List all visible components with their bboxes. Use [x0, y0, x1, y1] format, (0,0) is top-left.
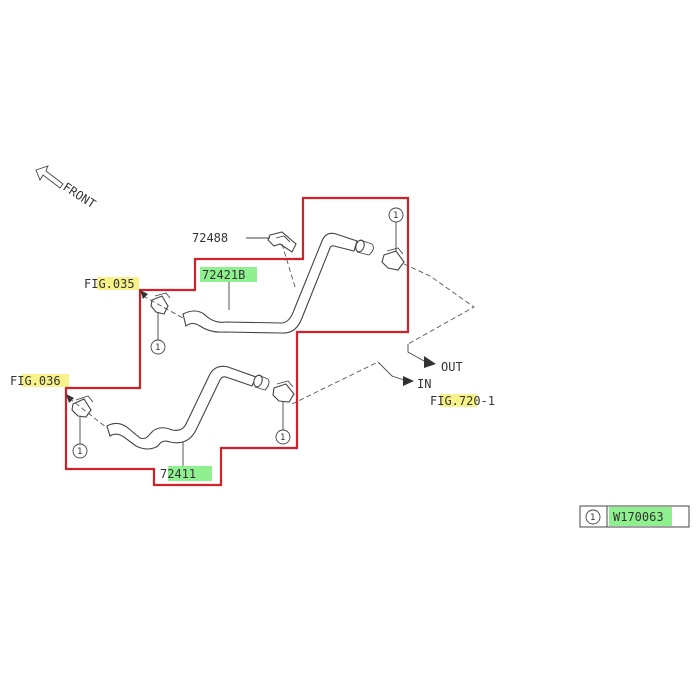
out-leader-line: [407, 344, 425, 362]
arrow-out-icon: [424, 356, 436, 368]
label-in: IN: [417, 377, 431, 391]
clamp-lower-right: [272, 380, 295, 403]
highlight-fig-035: [97, 277, 139, 290]
highlight-72421b: [200, 267, 257, 282]
front-label: FRONT: [60, 180, 98, 211]
hose-72421b: [182, 232, 374, 334]
arrow-in-icon: [403, 376, 414, 386]
callout-number-lower-right: 1: [280, 433, 285, 443]
callout-circle-lower-right: [275, 429, 291, 445]
dashed-line-clip-72488: [281, 243, 297, 291]
label-fig-036: FIG.036: [10, 374, 61, 388]
hose-72411: [106, 365, 270, 450]
arrow-fig-035-icon: [140, 290, 148, 299]
dashed-line-in: [291, 361, 379, 405]
highlight-legend-code: [609, 507, 672, 526]
dashed-line-out: [403, 263, 475, 345]
legend-box: 1 W170063: [579, 505, 690, 528]
legend-part-code: W170063: [613, 510, 664, 524]
label-72411: 72411: [160, 467, 196, 481]
callout-number-lower-left: 1: [77, 447, 82, 457]
highlight-72411: [168, 466, 212, 481]
label-72421b: 72421B: [202, 268, 245, 282]
arrow-fig-036-icon: [66, 394, 74, 403]
highlighted-region-outline: [64, 196, 410, 487]
callout-circle-upper-left: [150, 339, 166, 355]
legend-number: 1: [590, 513, 595, 523]
label-fig-720: FIG.720-1: [430, 394, 495, 408]
in-leader-line: [377, 361, 405, 381]
callout-number-upper-left: 1: [155, 343, 160, 353]
dashed-line-lower-left: [68, 397, 108, 429]
label-fig-035: FIG.035: [84, 277, 135, 291]
clip-72488: [267, 231, 297, 253]
callout-circle-lower-left: [72, 443, 88, 459]
label-out: OUT: [441, 360, 463, 374]
callout-number-upper-right: 1: [393, 211, 398, 221]
clamp-upper-right: [381, 247, 405, 271]
label-72488: 72488: [192, 231, 228, 245]
clamp-lower-left: [71, 395, 94, 418]
highlight-fig-036: [21, 374, 69, 387]
clamp-upper-left: [150, 292, 171, 315]
legend-circle: [585, 509, 601, 525]
front-arrow-icon: [35, 165, 64, 189]
highlight-fig-720: [440, 394, 477, 407]
callout-circle-upper-right: [388, 207, 404, 223]
